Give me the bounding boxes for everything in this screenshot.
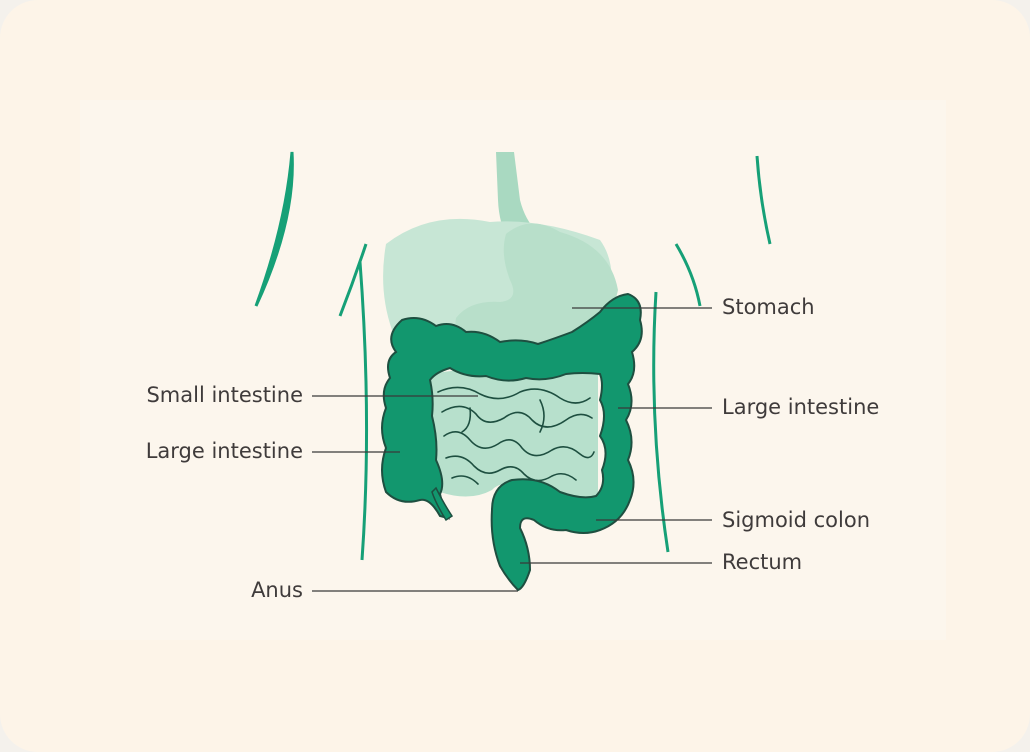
label-anus: Anus [251, 578, 303, 602]
small-intestine [429, 368, 598, 497]
upper-organs [383, 152, 618, 347]
large-intestine [381, 292, 643, 592]
torso-line-right-upper [755, 155, 772, 245]
torso-line-left-lower [358, 261, 369, 561]
label-large-intestine-right: Large intestine [722, 395, 880, 419]
torso-line-left-mid [338, 243, 368, 317]
label-rectum: Rectum [722, 550, 803, 574]
label-sigmoid-colon: Sigmoid colon [722, 508, 871, 532]
torso-line-right-mid [674, 243, 702, 307]
label-small-intestine: Small intestine [146, 383, 303, 407]
body-outline [254, 151, 772, 561]
stomach-shape [455, 223, 618, 347]
torso-line-right-lower [652, 291, 670, 553]
label-large-intestine-left: Large intestine [145, 439, 303, 463]
leader-lines [312, 307, 712, 592]
torso-line-left-upper [254, 151, 294, 307]
label-stomach: Stomach [722, 295, 815, 319]
appendix-shape [431, 486, 454, 522]
